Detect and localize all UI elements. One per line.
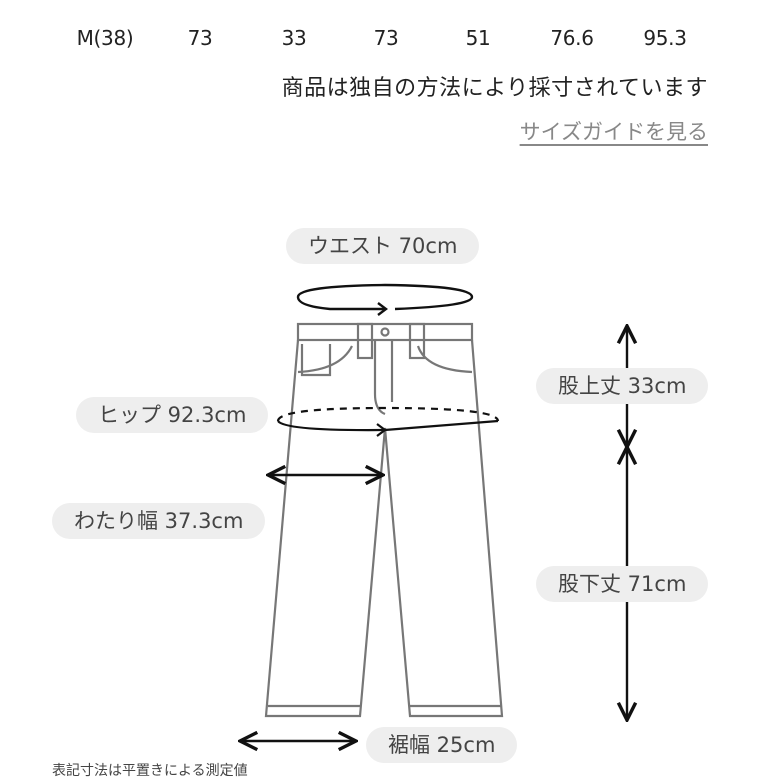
size-label: M(38) <box>76 26 134 50</box>
inseam-label: 股下丈 71cm <box>536 566 709 602</box>
waist-label: ウエスト 70cm <box>286 228 480 264</box>
size-value: 95.3 <box>643 26 687 50</box>
size-value: 33 <box>281 26 307 50</box>
rise-label: 股上丈 33cm <box>536 368 709 404</box>
size-value: 73 <box>373 26 399 50</box>
size-guide-link[interactable]: サイズガイドを見る <box>519 120 708 144</box>
footnote: 表記寸法は平置きによる測定値 <box>52 763 248 779</box>
thigh-label: わたり幅 37.3cm <box>52 503 266 539</box>
size-table-row: M(38) 73 33 73 51 76.6 95.3 <box>0 24 772 54</box>
hem-label: 裾幅 25cm <box>366 727 518 763</box>
hip-arrow-icon <box>276 406 500 437</box>
hip-label: ヒップ 92.3cm <box>76 397 269 433</box>
size-value: 51 <box>465 26 491 50</box>
size-value: 73 <box>187 26 213 50</box>
measurement-note: 商品は独自の方法により採寸されています <box>281 76 708 101</box>
waist-arrow-icon <box>296 283 474 316</box>
size-value: 76.6 <box>550 26 594 50</box>
pants-outline <box>264 322 504 718</box>
